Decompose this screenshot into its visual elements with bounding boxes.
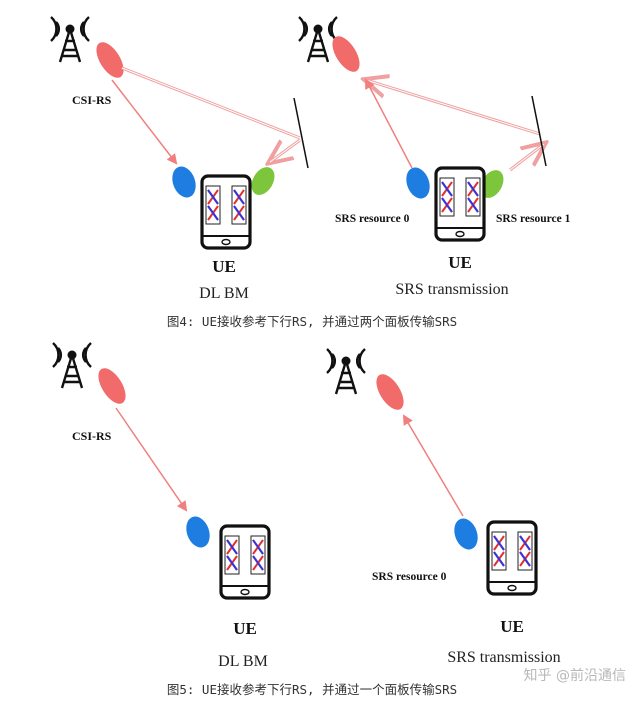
device-label: UE (448, 253, 472, 272)
direct-beam-arrow (111, 79, 178, 165)
base-station-icon (49, 15, 91, 64)
reflector (531, 95, 547, 167)
panel-green-beam (480, 170, 504, 198)
rx-beam (376, 374, 404, 410)
signal-label: CSI-RS (72, 429, 112, 443)
scenario-label: SRS transmission (447, 649, 560, 666)
rx-beam (332, 36, 360, 72)
panel-blue-beam (406, 167, 430, 199)
srs-resource-1-label: SRS resource 1 (496, 213, 571, 225)
base-station-icon (297, 15, 339, 64)
scenario-label: SRS transmission (395, 281, 508, 298)
fig5-right-panel: SRS resource 0 UE SRS transmission (325, 347, 561, 666)
tx-beam (98, 368, 126, 404)
direct-beam-arrow (115, 407, 188, 512)
ue-phone (434, 166, 486, 242)
signal-label: CSI-RS (72, 93, 112, 107)
panel-blue-beam (454, 518, 478, 550)
uplink-arrow (402, 414, 464, 517)
ue-phone (486, 520, 538, 596)
panel-blue-beam (186, 516, 210, 548)
device-label: UE (500, 617, 524, 636)
figure4-caption: 图4: UE接收参考下行RS, 并通过两个面板传输SRS (167, 314, 457, 329)
panel-blue-beam (172, 166, 196, 198)
fig4-right-panel: SRS resource 0 SRS resource 1 UE SRS tra… (297, 15, 571, 298)
srs-resource-0-label: SRS resource 0 (335, 213, 410, 225)
fig4-left-panel: CSI-RS UE DL BM (49, 15, 309, 302)
device-label: UE (233, 619, 257, 638)
panel-green-beam (251, 167, 275, 195)
tx-beam (96, 42, 124, 78)
ue-phone (200, 174, 252, 250)
scenario-label: DL BM (199, 285, 249, 302)
scenario-label: DL BM (218, 653, 268, 670)
reflector (293, 97, 309, 169)
watermark: 知乎 @前沿通信 (524, 667, 626, 684)
base-station-icon (325, 347, 367, 396)
ue-phone (219, 524, 271, 600)
fig5-left-panel: CSI-RS UE DL BM (51, 341, 271, 670)
srs-resource-0-label: SRS resource 0 (372, 571, 447, 583)
figure5-caption: 图5: UE接收参考下行RS, 并通过一个面板传输SRS (167, 682, 457, 697)
direct-uplink-arrow (365, 78, 413, 169)
device-label: UE (212, 257, 236, 276)
base-station-icon (51, 341, 93, 390)
